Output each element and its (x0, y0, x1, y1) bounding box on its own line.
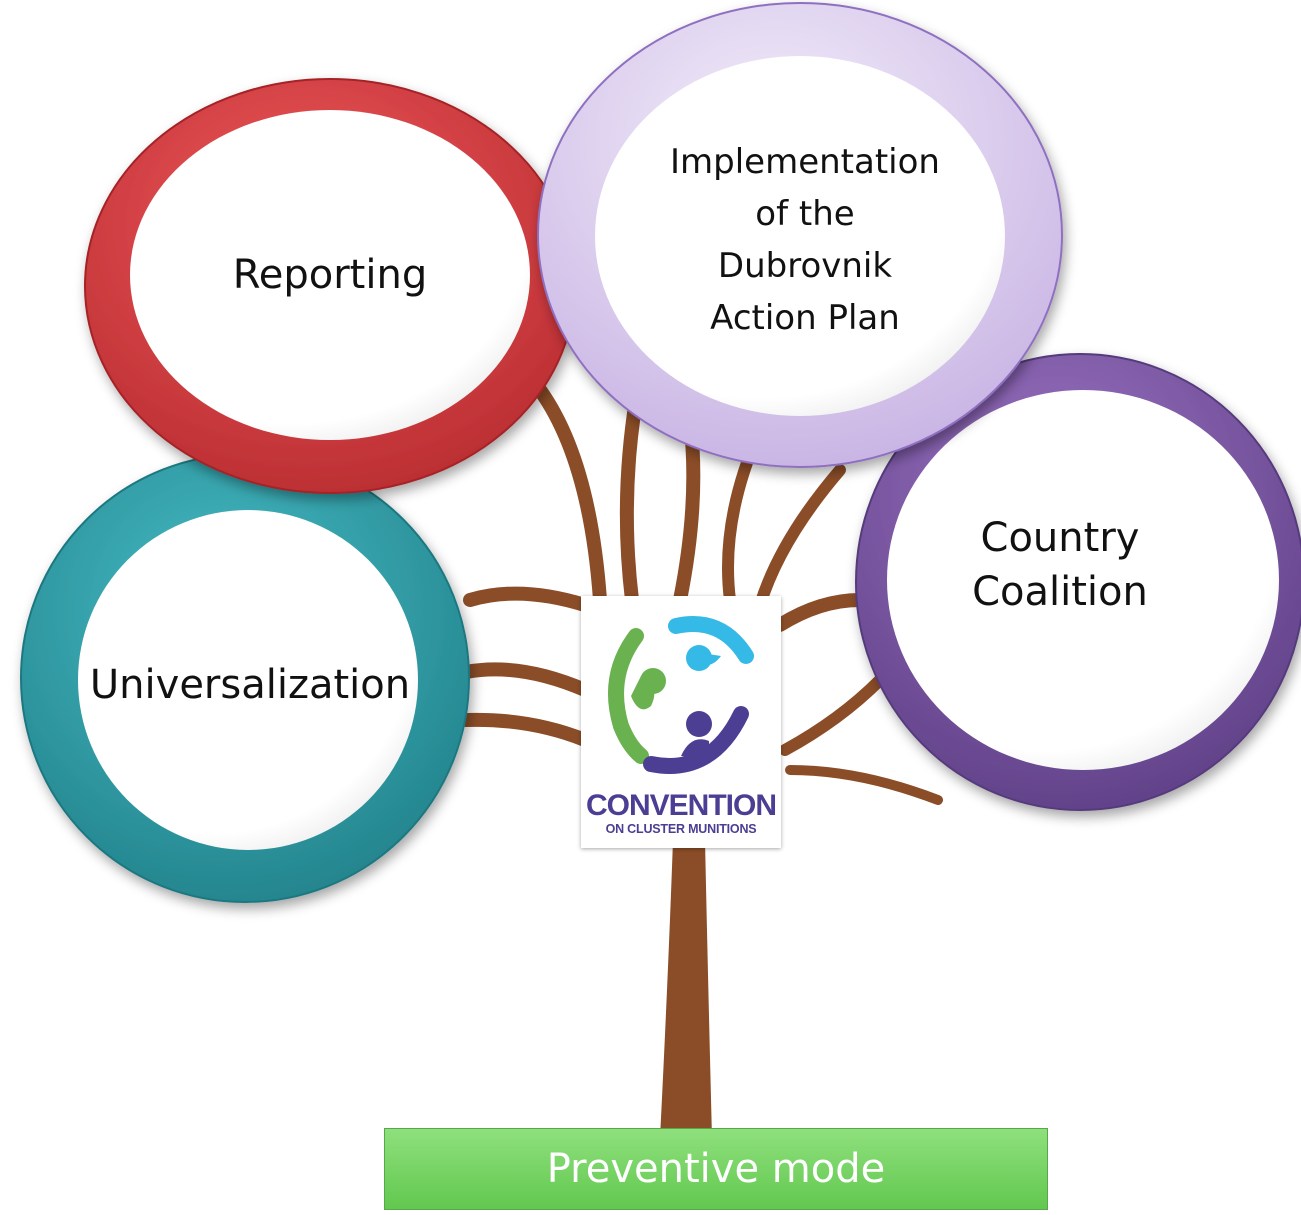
branch (619, 393, 643, 607)
branch (463, 586, 592, 612)
node-country-coalition (855, 353, 1301, 811)
tree (459, 383, 943, 1138)
ring-implementation-inner (595, 56, 1005, 416)
ring-reporting-inner (130, 110, 530, 440)
logo-title: CONVENTION (585, 789, 777, 822)
label-reporting: Reporting (160, 220, 500, 330)
ring-country-coalition-inner (887, 390, 1279, 770)
label-implementation-text: Implementation of the Dubrovnik Action P… (670, 142, 940, 338)
logo-subtitle: ON CLUSTER MUNITIONS (605, 822, 757, 836)
convention-logo: CONVENTION ON CLUSTER MUNITIONS (581, 596, 781, 848)
base-box: Preventive mode (384, 1128, 1048, 1210)
ring-universalization-inner (78, 510, 418, 850)
node-reporting (84, 78, 576, 494)
branch (459, 662, 592, 697)
node-implementation (537, 2, 1063, 468)
branch (754, 464, 846, 611)
tree-trunk (660, 840, 712, 1138)
label-implementation: Implementation of the Dubrovnik Action P… (640, 130, 970, 350)
branch (785, 765, 943, 805)
label-universalization-text: Universalization (89, 662, 411, 708)
label-country-coalition: Country Coalition (910, 500, 1210, 630)
node-universalization (20, 453, 470, 903)
branch (533, 383, 607, 607)
label-country-coalition-text: Country Coalition (972, 515, 1148, 615)
branch (779, 674, 886, 756)
label-universalization: Universalization (70, 630, 430, 740)
label-reporting-text: Reporting (232, 252, 428, 298)
base-label: Preventive mode (546, 1146, 886, 1192)
branch (773, 593, 867, 632)
branch (459, 712, 592, 747)
logo-people-icon (608, 616, 754, 774)
